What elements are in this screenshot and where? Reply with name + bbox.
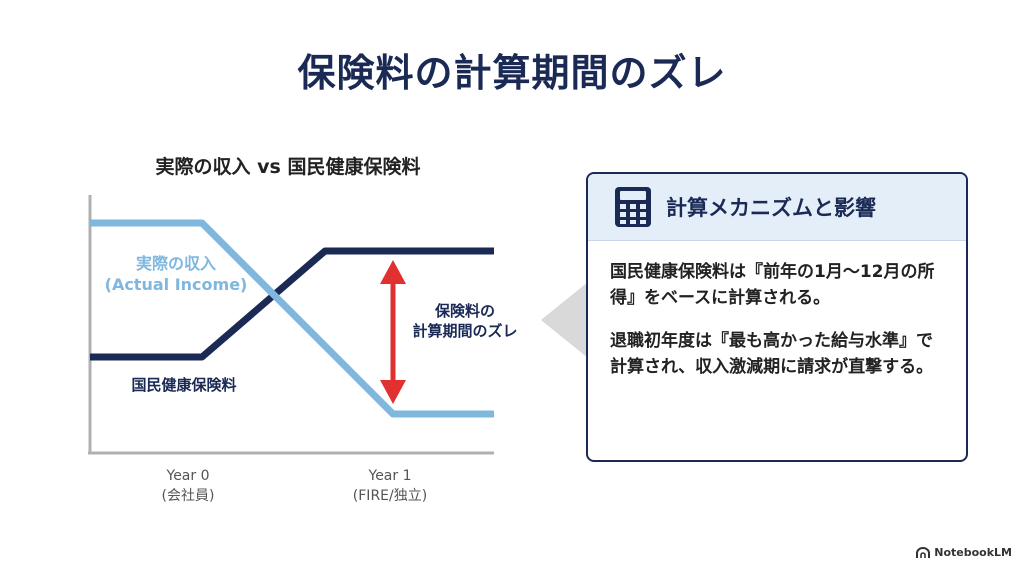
gap-label: 保険料の 計算期間のズレ <box>400 302 530 341</box>
x-tick-year0-line1: Year 0 <box>166 468 210 484</box>
x-tick-year1: Year 1 (FIRE/独立) <box>320 466 460 507</box>
gap-arrow <box>380 260 406 404</box>
chart-title: 実際の収入 vs 国民健康保険料 <box>155 156 421 178</box>
premium-line <box>90 247 494 361</box>
card-heading: 計算メカニズムと影響 <box>666 196 876 220</box>
x-tick-year0-line2: (会社員) <box>161 488 215 505</box>
card-paragraph-2: 退職初年度は『最も高かった給与水準』で計算され、収入激減期に請求が直撃する。 <box>610 330 934 378</box>
explanation-card: 計算メカニズムと影響 国民健康保険料は『前年の1月〜12月の所得』をベースに計算… <box>586 172 968 462</box>
watermark-text: NotebookLM <box>934 546 1012 559</box>
card-header: 計算メカニズムと影響 <box>588 174 966 241</box>
calculator-icon <box>615 187 651 227</box>
x-tick-year1-line2: (FIRE/独立) <box>352 488 428 505</box>
x-tick-year1-line1: Year 1 <box>368 468 412 484</box>
gap-label-line2: 計算期間のズレ <box>412 321 518 340</box>
callout-pointer <box>541 282 588 358</box>
notebooklm-watermark: NotebookLM <box>916 546 1012 559</box>
card-body: 国民健康保険料は『前年の1月〜12月の所得』をベースに計算される。 退職初年度は… <box>588 241 966 380</box>
premium-label: 国民健康保険料 <box>131 376 237 394</box>
x-tick-year0: Year 0 (会社員) <box>118 466 258 507</box>
notebooklm-logo-icon <box>916 546 931 558</box>
income-label: 実際の収入 (Actual Income) <box>96 254 256 296</box>
gap-label-line1: 保険料の <box>434 302 495 320</box>
page-title: 保険料の計算期間のズレ <box>297 51 727 95</box>
card-paragraph-1: 国民健康保険料は『前年の1月〜12月の所得』をベースに計算される。 <box>610 262 935 309</box>
income-label-en: (Actual Income) <box>104 274 248 294</box>
income-label-jp: 実際の収入 <box>135 254 216 273</box>
income-line <box>90 219 494 418</box>
